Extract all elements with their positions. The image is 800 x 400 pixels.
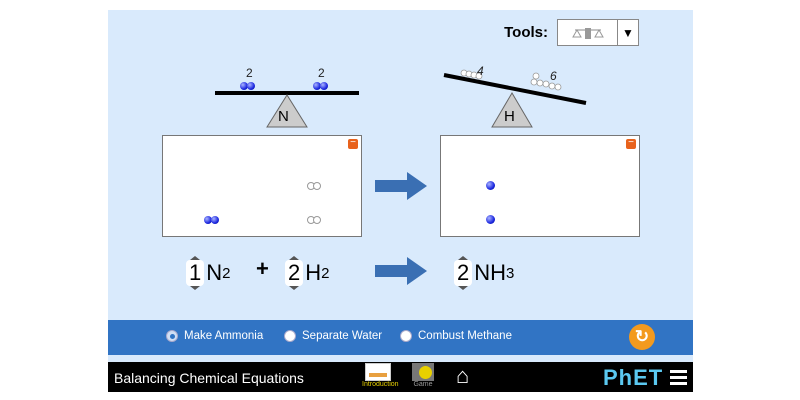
navigation-bar — [108, 362, 693, 392]
increment-icon[interactable] — [458, 256, 469, 260]
h2-molecule — [313, 216, 321, 224]
n-atom — [247, 82, 255, 90]
introduction-icon — [365, 363, 391, 381]
plus-sign: + — [256, 256, 269, 281]
n-atom — [320, 82, 328, 90]
screen-game[interactable]: Game — [409, 363, 437, 388]
sim-bottom-strip — [108, 355, 693, 362]
radio-label: Separate Water — [302, 330, 383, 342]
reset-icon: ↻ — [634, 327, 650, 346]
nh3-molecule — [486, 215, 495, 224]
n-atom — [240, 82, 248, 90]
h2-molecule — [313, 182, 321, 190]
reactants-box: − — [162, 135, 362, 237]
reaction-arrow-icon — [375, 172, 427, 200]
n2-molecule — [204, 216, 212, 224]
tools-dropdown[interactable]: ▼ — [557, 19, 639, 46]
tools-label: Tools: — [504, 24, 548, 41]
coefficient-spinner[interactable]: 1 — [186, 256, 205, 290]
subscript: 3 — [506, 264, 515, 282]
home-icon: ⌂ — [456, 363, 470, 388]
coefficient-spinner[interactable]: 2 — [454, 256, 473, 290]
sim-title: Balancing Chemical Equations — [114, 370, 304, 386]
coefficient-spinner[interactable]: 2 — [285, 256, 304, 290]
n-atom — [313, 82, 321, 90]
coefficient-value[interactable]: 2 — [285, 260, 304, 286]
increment-icon[interactable] — [289, 256, 300, 260]
radio-separate-water[interactable]: Separate Water — [284, 330, 382, 342]
reset-all-button[interactable]: ↻ — [629, 324, 655, 350]
radio-make-ammonia[interactable]: Make Ammonia — [166, 330, 263, 342]
balance-element-label: N — [278, 108, 289, 125]
balance-scale-icon — [558, 20, 618, 45]
hamburger-icon — [670, 370, 687, 385]
right-count: 2 — [318, 66, 325, 80]
menu-button[interactable] — [670, 370, 687, 385]
increment-icon[interactable] — [190, 256, 201, 260]
radio-combust-methane[interactable]: Combust Methane — [400, 330, 512, 342]
formula: N — [206, 260, 223, 285]
left-count: 2 — [246, 66, 253, 80]
subscript: 2 — [222, 264, 231, 282]
balance-element-label: H — [504, 108, 515, 125]
minimize-button[interactable]: − — [348, 138, 358, 149]
screen-introduction[interactable]: Introduction — [362, 363, 399, 388]
decrement-icon[interactable] — [289, 286, 300, 290]
phet-logo[interactable]: PhET — [603, 365, 664, 390]
radio-label: Combust Methane — [418, 330, 512, 342]
minimize-button[interactable]: − — [626, 138, 636, 149]
decrement-icon[interactable] — [458, 286, 469, 290]
balance-h — [443, 69, 587, 128]
left-count: 4 — [477, 64, 484, 78]
formula: NH — [474, 260, 507, 285]
products-box: − — [440, 135, 640, 237]
coefficient-value[interactable]: 1 — [186, 260, 205, 286]
decrement-icon[interactable] — [190, 286, 201, 290]
radio-label: Make Ammonia — [184, 330, 264, 342]
screen-label: Introduction — [362, 381, 399, 388]
balance-n — [215, 91, 359, 128]
home-button[interactable]: ⌂ — [456, 364, 469, 388]
right-count: 6 — [550, 69, 557, 83]
formula: H — [305, 260, 322, 285]
coefficient-value[interactable]: 2 — [454, 260, 473, 286]
equation-arrow-icon — [375, 257, 427, 285]
subscript: 2 — [321, 264, 330, 282]
nh3-molecule — [486, 181, 495, 190]
chevron-down-icon: ▼ — [622, 25, 634, 40]
game-icon — [412, 363, 434, 381]
n2-molecule — [211, 216, 219, 224]
screen-label: Game — [413, 381, 433, 388]
